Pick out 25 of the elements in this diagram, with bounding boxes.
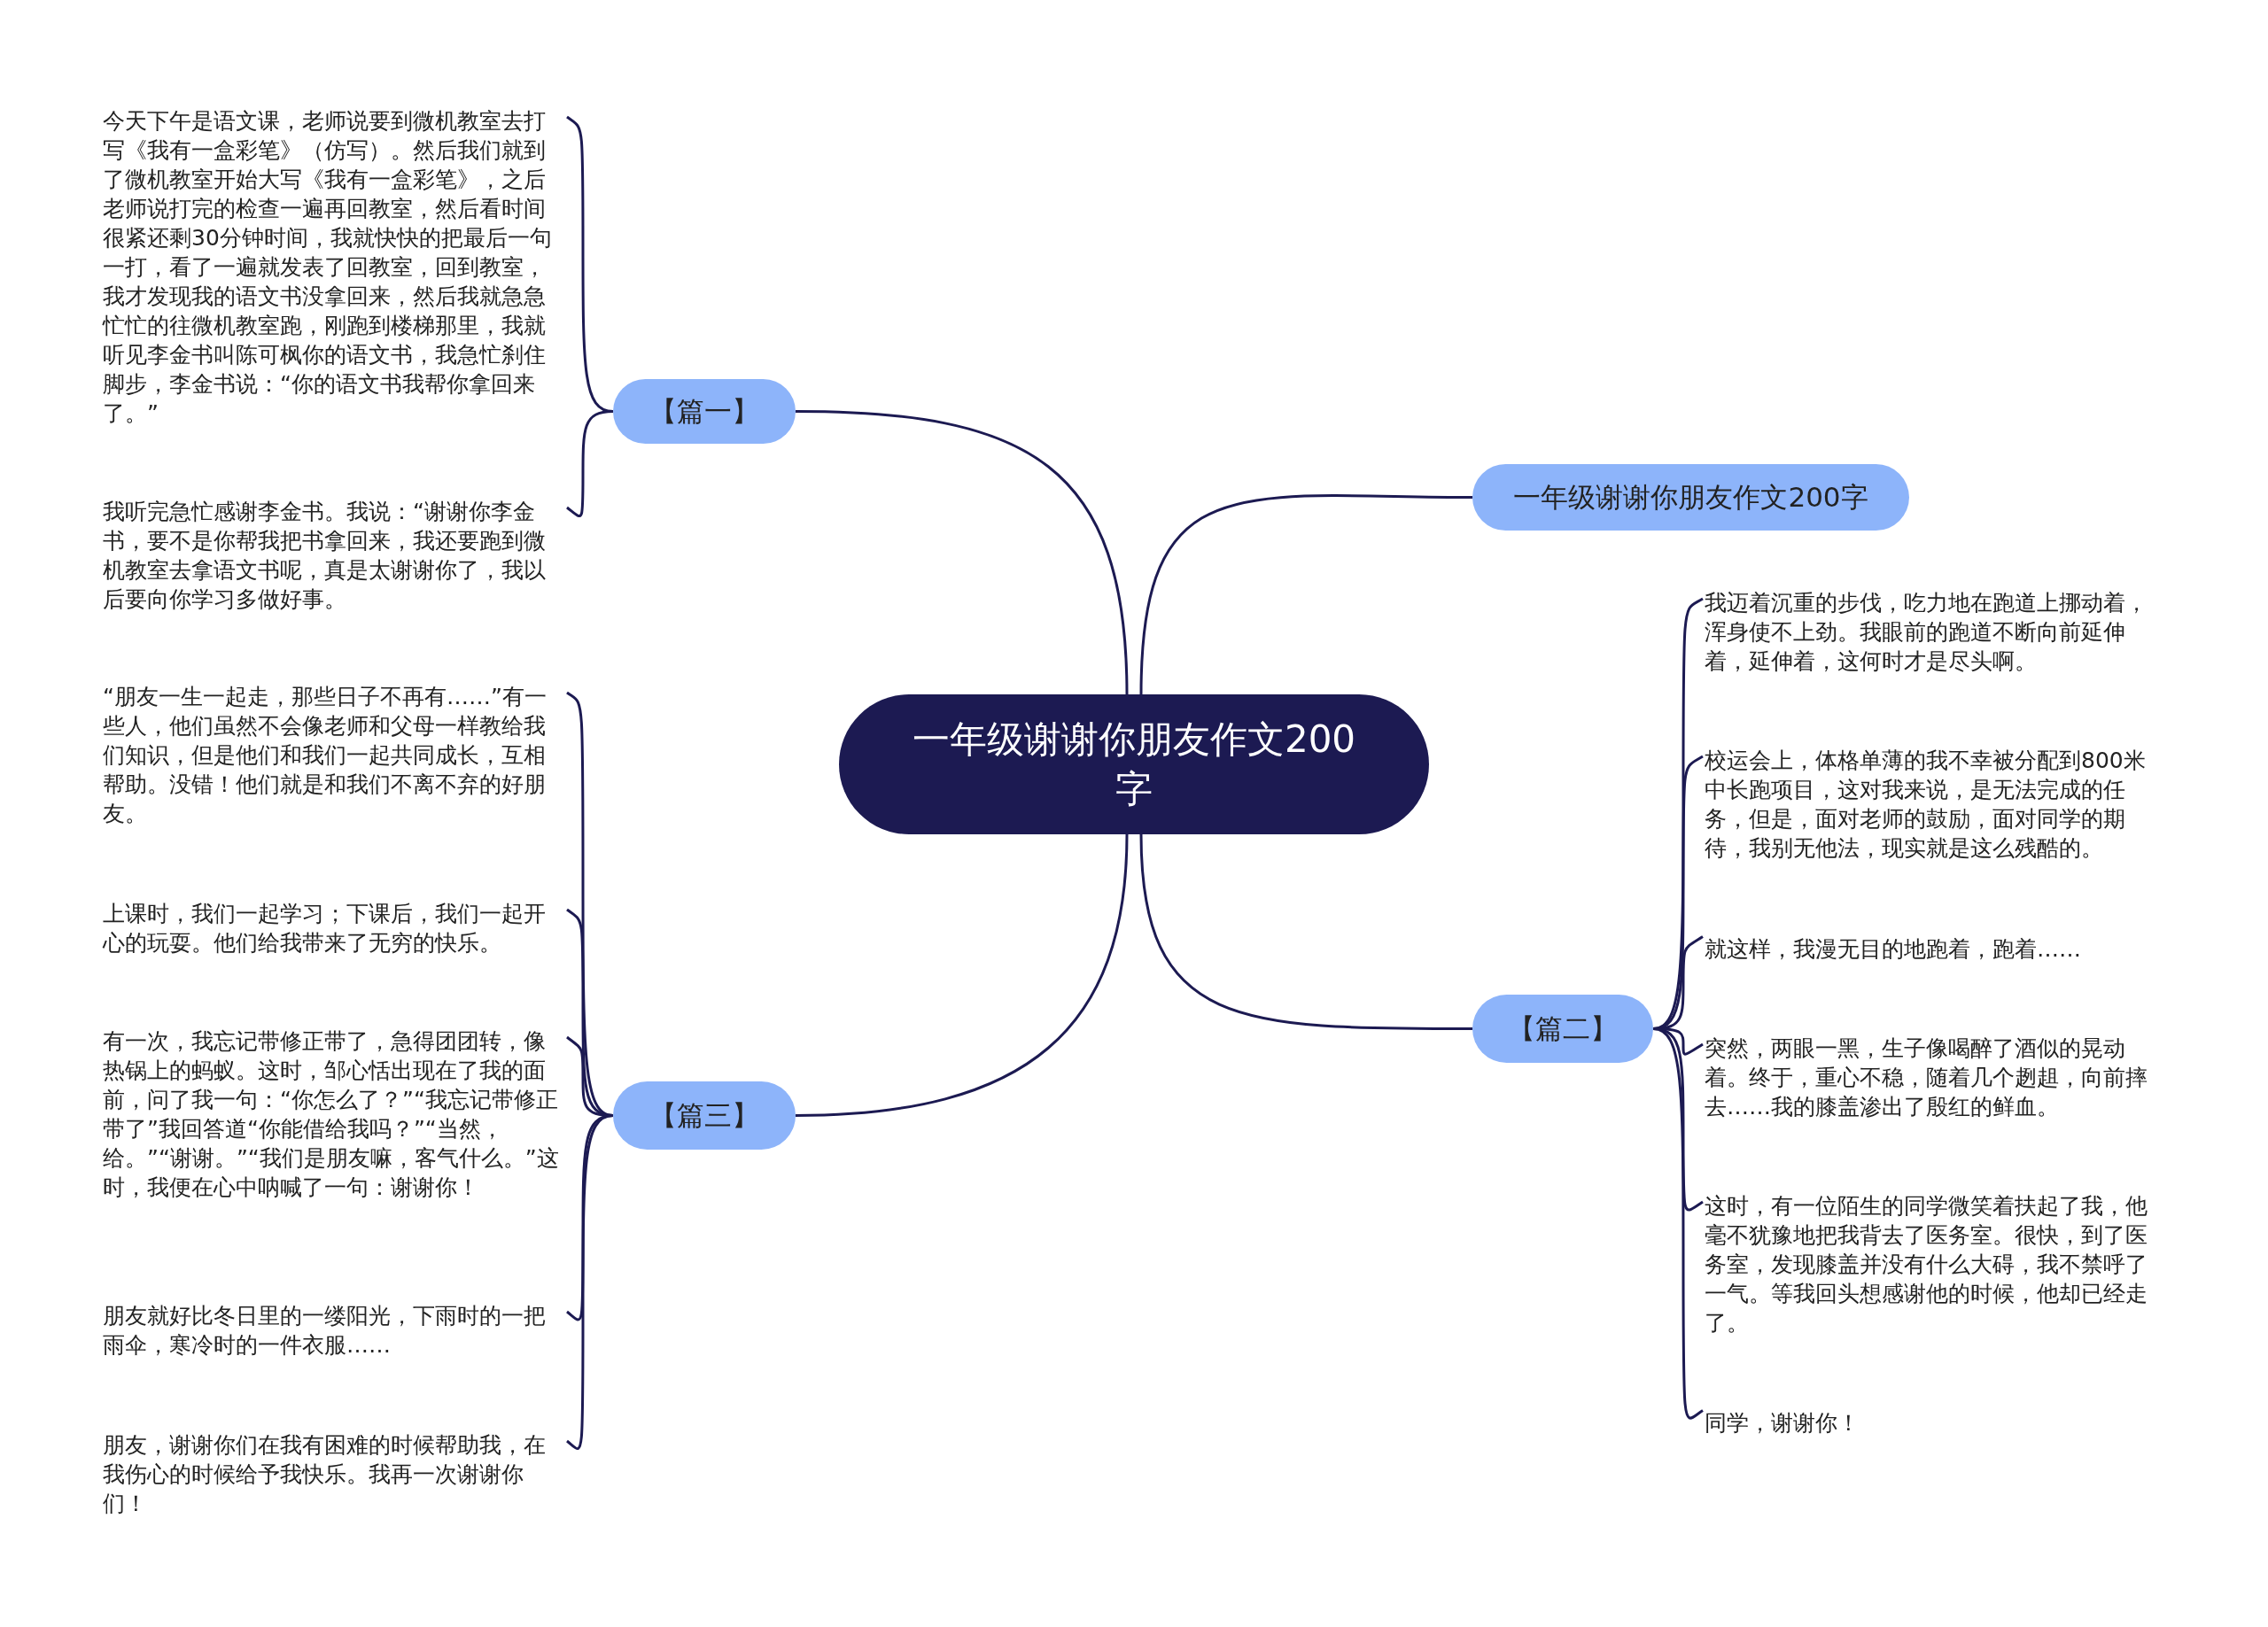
branch-box: 【篇三】 (613, 1081, 796, 1150)
connector-line (566, 410, 614, 517)
branch-box: 【篇一】 (613, 379, 796, 444)
note-text: 突然，两眼一黑，生子像喝醉了酒似的晃动着。终于，重心不稳，随着几个趔趄，向前摔去……我的膝盖渗出了殷红的鲜血。 (1705, 1034, 2165, 1121)
note-text: 今天下午是语文课，老师说要到微机教室去打写《我有一盒彩笔》（仿写）。然后我们就到了微机教室开始大写《我有一盒彩笔》，之后老师说打完的检查一遍再回教室，然后看时间很紧还剩30分钟时间，我就快快的把最后一句一打，看了一遍就发表了回教室，回到教室，我才发现我的语文书没拿回来，然后我就急急忙忙的往微机教室跑，刚跑到楼梯那里，我就听见李金书叫陈可枫你的语文书，我急忙刹住脚步，李金书说：“你的语文书我帮你拿回来了。” (103, 106, 565, 428)
branch-box: 【篇二】 (1472, 995, 1653, 1063)
central-topic: 一年级谢谢你朋友作文200字 (839, 694, 1429, 834)
connector-line (1652, 1027, 1704, 1420)
note-text: 就这样，我漫无目的地跑着，跑着…… (1705, 934, 2165, 964)
note-text: 朋友，谢谢你们在我有困难的时候帮助我，在我伤心的时候给予我快乐。我再一次谢谢你们！ (103, 1430, 565, 1518)
connector-line (795, 410, 1129, 695)
note-text: 朋友就好比冬日里的一缕阳光，下雨时的一把雨伞，寒冷时的一件衣服…… (103, 1301, 565, 1360)
note-text: 这时，有一位陌生的同学微笑着扶起了我，他毫不犹豫地把我背去了医务室。很快，到了医务室，发现膝盖并没有什么大碍，我不禁呼了一气。等我回头想感谢他的时候，他却已经走了。 (1705, 1191, 2165, 1337)
connector-line (566, 1114, 614, 1450)
note-text: 我迈着沉重的步伐，吃力地在跑道上挪动着，浑身使不上劲。我眼前的跑道不断向前延伸着，延伸着，这何时才是尽头啊。 (1705, 588, 2165, 676)
note-text: 同学，谢谢你！ (1705, 1408, 2165, 1437)
note-text: “朋友一生一起走，那些日子不再有……”有一些人，他们虽然不会像老师和父母一样教给我们知识，但是他们和我们一起共同成长，互相帮助。没错！他们就是和我们不离不弃的好朋友。 (103, 682, 565, 828)
note-text: 我听完急忙感谢李金书。我说：“谢谢你李金书，要不是你帮我把书拿回来，我还要跑到微机教室去拿语文书呢，真是太谢谢你了，我以后要向你学习多做好事。 (103, 497, 565, 614)
connector-line (795, 833, 1129, 1117)
connector-line (1139, 833, 1472, 1030)
connector-line (1139, 494, 1472, 695)
branch-box: 一年级谢谢你朋友作文200字 (1472, 464, 1909, 531)
note-text: 校运会上，体格单薄的我不幸被分配到800米中长跑项目，这对我来说，是无法完成的任务，但是，面对老师的鼓励，面对同学的期待，我别无他法，现实就是这么残酷的。 (1705, 746, 2165, 863)
note-text: 上课时，我们一起学习；下课后，我们一起开心的玩耍。他们给我带来了无穷的快乐。 (103, 899, 565, 957)
note-text: 有一次，我忘记带修正带了，急得团团转，像热锅上的蚂蚁。这时，邹心恬出现在了我的面前，问了我一句：“你怎么了？”“我忘记带修正带了”我回答道“你能借给我吗？”“当然，给。”“谢谢。”“我们是朋友嘛，客气什么。”这时，我便在心中呐喊了一句：谢谢你！ (103, 1027, 565, 1202)
